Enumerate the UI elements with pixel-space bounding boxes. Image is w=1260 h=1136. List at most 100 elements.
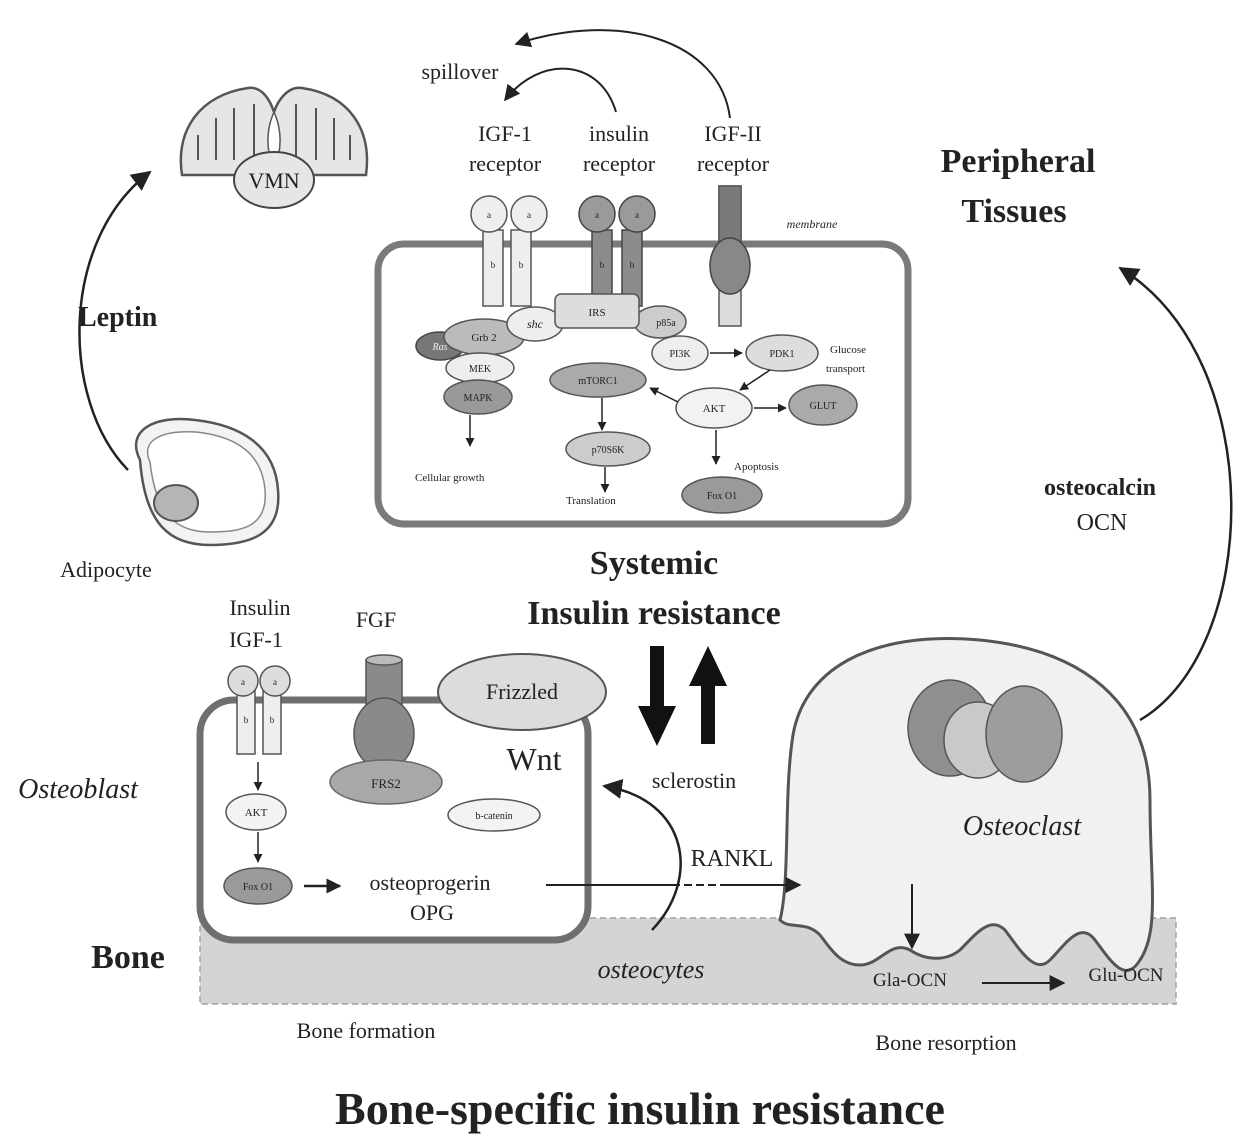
p70s6k-node [565, 431, 651, 467]
frs2-node [329, 759, 443, 805]
leptin-arrow [78, 170, 152, 471]
akt-node [675, 387, 753, 429]
gla-ocn-label: Gla-OCN [873, 970, 947, 991]
vmn-label: VMN [248, 168, 299, 193]
ocn-label: OCN [1077, 510, 1128, 536]
frizzled-node [437, 653, 607, 731]
igf1-receptor-label-2: receptor [469, 151, 542, 176]
osteoblast-akt-node [225, 793, 287, 831]
bcatenin-node [447, 798, 541, 832]
insulin-receptor: a a b b [578, 195, 656, 307]
leptin-label: Leptin [78, 302, 158, 333]
igf2-receptor-label-1: IGF-II [704, 121, 761, 146]
svg-text:Ras: Ras [432, 342, 448, 353]
svg-text:a: a [595, 210, 599, 220]
down-arrow-icon [638, 646, 676, 746]
svg-text:b: b [519, 260, 524, 270]
svg-text:a: a [487, 210, 491, 220]
svg-text:AKT: AKT [245, 807, 268, 819]
svg-text:p85a: p85a [656, 318, 676, 329]
insulin-receptor-label-2: receptor [583, 151, 656, 176]
svg-text:PDK1: PDK1 [769, 349, 794, 360]
svg-text:p70S6K: p70S6K [592, 445, 626, 456]
insulin-receptor-label-1: insulin [589, 121, 649, 146]
frizzled-label: Frizzled [486, 679, 558, 704]
translation-label: Translation [566, 495, 616, 507]
spillover-arrow-outer [514, 29, 731, 119]
peripheral-title-1: Peripheral [941, 143, 1096, 180]
bone-formation-label: Bone formation [297, 1018, 436, 1043]
bone-resorption-label: Bone resorption [875, 1030, 1016, 1055]
osteocytes-label: osteocytes [598, 955, 705, 984]
svg-text:a: a [635, 210, 639, 220]
sclerostin-arrow [602, 779, 682, 931]
svg-text:MEK: MEK [469, 364, 492, 375]
spillover-label: spillover [422, 59, 500, 84]
svg-text:a: a [241, 677, 245, 687]
rankl-label: RANKL [691, 846, 774, 872]
igf2-receptor-label-2: receptor [697, 151, 770, 176]
glu-ocn-label: Glu-OCN [1089, 965, 1164, 986]
bone-label: Bone [91, 939, 165, 976]
svg-text:b: b [600, 260, 605, 270]
svg-text:AKT: AKT [703, 403, 726, 415]
fgf-receptor [329, 654, 443, 805]
osteoclast-label: Osteoclast [963, 811, 1082, 842]
osteoclast-nuclei [907, 679, 1063, 783]
page-title: Bone-specific insulin resistance [335, 1083, 945, 1134]
svg-text:shc: shc [527, 317, 544, 331]
svg-text:IRS: IRS [588, 307, 605, 319]
bcatenin-label: b-catenin [475, 811, 512, 822]
svg-text:MAPK: MAPK [464, 393, 494, 404]
osteoblast-label: Osteoblast [18, 774, 139, 805]
svg-text:a: a [527, 210, 531, 220]
svg-text:mTORC1: mTORC1 [578, 376, 617, 387]
up-arrow-icon [689, 646, 727, 744]
opg-label-1: osteoprogerin [370, 870, 491, 895]
svg-text:b: b [630, 260, 635, 270]
insulin-label: Insulin [229, 595, 290, 620]
glucose-transport-label-1: Glucose [830, 344, 866, 356]
svg-text:GLUT: GLUT [810, 401, 837, 412]
mtorc1-node [549, 362, 647, 398]
wnt-label: Wnt [506, 741, 561, 777]
sclerostin-label: sclerostin [652, 768, 736, 793]
pi3k-node [651, 335, 709, 371]
igf1-receptor-label-1: IGF-1 [478, 121, 532, 146]
osteoblast-insulin-receptor: a a b b [227, 665, 291, 755]
fgf-label: FGF [356, 607, 396, 632]
cellular-growth-label: Cellular growth [415, 472, 485, 484]
svg-text:b: b [244, 715, 249, 725]
adipocyte-label: Adipocyte [60, 557, 152, 582]
systemic-title-1: Systemic [590, 545, 718, 582]
opg-label-2: OPG [410, 900, 454, 925]
igf2-receptor [709, 185, 751, 327]
systemic-title-2: Insulin resistance [527, 595, 780, 632]
svg-text:b: b [270, 715, 275, 725]
pdk1-node [745, 334, 819, 372]
svg-text:PI3K: PI3K [669, 349, 691, 360]
igf1-receptor: a a b b [470, 195, 548, 307]
peripheral-title-2: Tissues [961, 193, 1066, 230]
membrane-label: membrane [787, 217, 838, 231]
spillover-arrow-inner [504, 67, 617, 113]
svg-text:Fox O1: Fox O1 [707, 491, 737, 502]
adipocyte-icon [134, 417, 280, 547]
apoptosis-label: Apoptosis [734, 461, 779, 473]
svg-text:b: b [491, 260, 496, 270]
igf1-label: IGF-1 [229, 627, 283, 652]
svg-text:a: a [273, 677, 277, 687]
mapk-node [443, 379, 513, 415]
foxo1-node [681, 476, 763, 514]
svg-text:Fox O1: Fox O1 [243, 882, 273, 893]
brain-icon: VMN [179, 86, 369, 209]
osteocalcin-arrow [1118, 266, 1233, 722]
osteocalcin-label: osteocalcin [1044, 475, 1156, 501]
svg-text:Grb 2: Grb 2 [471, 332, 496, 344]
glucose-transport-label-2: transport [826, 363, 865, 375]
osteoblast-foxo1-node [223, 867, 293, 905]
irs-node [554, 293, 640, 329]
glut-node [788, 384, 858, 426]
vmn-node [233, 151, 315, 209]
